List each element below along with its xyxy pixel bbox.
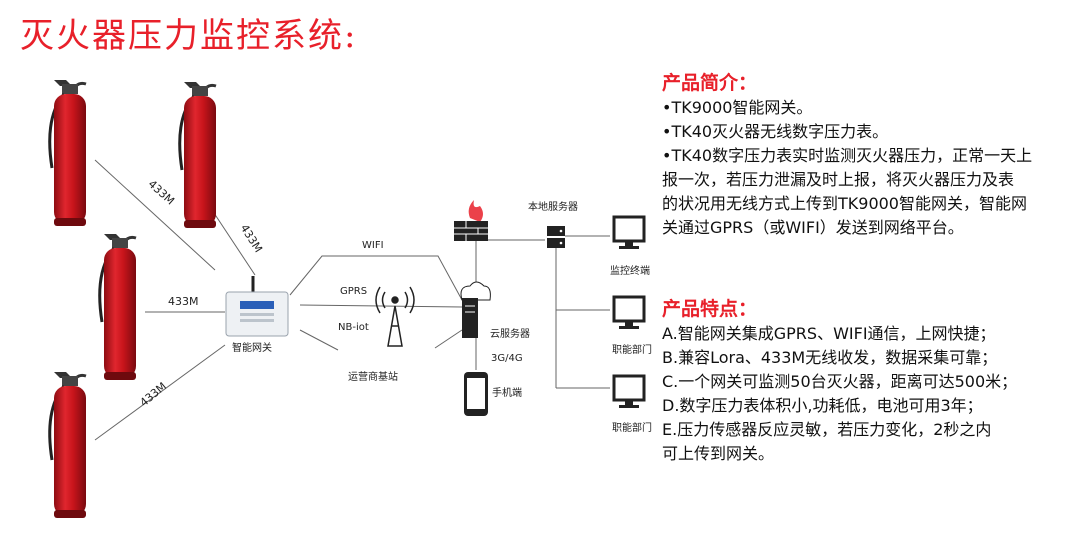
feature-line: D.数字压力表体积小,功耗低，电池可用3年； xyxy=(662,396,983,415)
channel-label-gprs: GPRS xyxy=(340,286,368,297)
mobile-net-label: 3G/4G xyxy=(491,353,523,364)
monitor-icon xyxy=(612,295,646,329)
fire-extinguisher-icon xyxy=(48,370,88,520)
monitor-icon xyxy=(612,374,646,408)
firewall-icon xyxy=(454,200,488,241)
features-panel: 产品特点： A.智能网关集成GPRS、WIFI通信，上网快捷； B.兼容Lora… xyxy=(662,296,1017,466)
feature-line: A.智能网关集成GPRS、WIFI通信，上网快捷； xyxy=(662,324,996,343)
local-server-label: 本地服务器 xyxy=(528,202,578,213)
phone-label: 手机端 xyxy=(492,388,522,399)
page-title: 灭火器压力监控系统: xyxy=(20,16,358,56)
channel-label-nbiot: NB-iot xyxy=(338,322,369,333)
gateway-device-icon xyxy=(225,276,289,337)
cell-tower-icon xyxy=(375,286,415,347)
feature-line: 可上传到网关。 xyxy=(662,444,775,463)
intro-line: •TK40数字压力表实时监测灭火器压力，正常一天上 xyxy=(662,146,1033,165)
fire-extinguisher-icon xyxy=(178,80,218,230)
link-label: 433M xyxy=(168,295,199,308)
intro-panel: 产品简介： •TK9000智能网关。 •TK40灭火器无线数字压力表。 •TK4… xyxy=(662,70,1032,240)
terminal-label: 职能部门 xyxy=(612,345,652,356)
intro-line: 报一次，若压力泄漏及时上报，将灭火器压力及表 xyxy=(662,170,1015,189)
intro-line: 关通过GPRS（或WIFI）发送到网络平台。 xyxy=(662,218,964,237)
connection-lines xyxy=(94,159,610,441)
server-icon xyxy=(462,298,478,338)
feature-line: C.一个网关可监测50台灭火器，距离可达500米； xyxy=(662,372,1018,391)
feature-line: B.兼容Lora、433M无线收发，数据采集可靠； xyxy=(662,348,998,367)
server-icon xyxy=(547,226,565,248)
intro-line: •TK9000智能网关。 xyxy=(662,98,813,117)
monitor-icon xyxy=(612,215,646,249)
cloud-server-label: 云服务器 xyxy=(490,329,530,340)
feature-line: E.压力传感器反应灵敏，若压力变化，2秒之内 xyxy=(662,420,992,439)
intro-line: •TK40灭火器无线数字压力表。 xyxy=(662,122,889,141)
features-heading: 产品特点： xyxy=(662,298,758,320)
gateway-label: 智能网关 xyxy=(232,343,272,354)
terminal-label: 监控终端 xyxy=(610,266,650,277)
fire-extinguisher-icon xyxy=(48,78,88,228)
fire-extinguisher-icon xyxy=(98,232,138,382)
intro-line: 的状况用无线方式上传到TK9000智能网关，智能网 xyxy=(662,194,1027,213)
terminal-label: 职能部门 xyxy=(612,423,652,434)
cloud-icon xyxy=(460,281,491,301)
tower-label: 运营商基站 xyxy=(348,372,398,383)
channel-label-wifi: WIFI xyxy=(362,240,384,251)
intro-heading: 产品简介： xyxy=(662,72,758,94)
smartphone-icon xyxy=(464,372,488,416)
